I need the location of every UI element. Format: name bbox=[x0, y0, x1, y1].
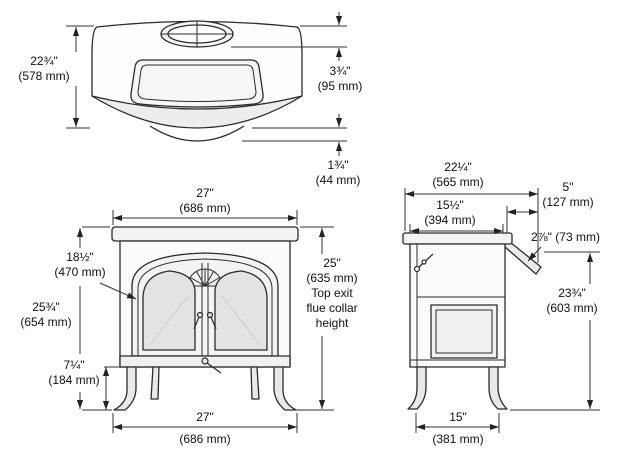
dim-front-flue-note1: Top exit bbox=[311, 286, 353, 300]
front-right-leg bbox=[273, 366, 297, 411]
stove-top-skirt-edge bbox=[91, 95, 303, 129]
dim-front-glass-inches: 18½" bbox=[66, 250, 94, 264]
dim-top-depth-inches: 22¾" bbox=[30, 54, 58, 68]
dim-top-lip-mm: (44 mm) bbox=[315, 173, 361, 187]
spring-handle bbox=[413, 253, 434, 273]
dim-front-width-top-inches: 27" bbox=[196, 186, 214, 200]
dim-front-flue-note2: flue collar bbox=[306, 301, 358, 315]
front-top-plate bbox=[111, 226, 299, 242]
dim-front-flue-note3: height bbox=[315, 316, 349, 330]
dim-side-body-inches: 15½" bbox=[436, 198, 464, 212]
extension-line bbox=[231, 25, 347, 48]
dim-side-depth-inches: 22¼" bbox=[444, 160, 472, 174]
dim-side-rear-label: 5" (127 mm) bbox=[540, 180, 596, 209]
dim-front-width-bottom-inches: 27" bbox=[196, 410, 214, 424]
dim-side-span-mm: (381 mm) bbox=[432, 432, 484, 446]
dim-front-width-top-mm: (686 mm) bbox=[179, 201, 231, 215]
leader-arrow bbox=[527, 246, 542, 262]
ash-door-latch bbox=[201, 357, 222, 374]
dim-side-depth-label: 22¼" (565 mm) bbox=[420, 160, 496, 189]
griddle-cross-lines bbox=[161, 21, 233, 47]
stove-base-curve bbox=[149, 125, 245, 142]
right-glass-door bbox=[214, 270, 268, 351]
dim-side-depth-mm: (565 mm) bbox=[432, 175, 484, 189]
dim-top-depth-mm: (578 mm) bbox=[18, 69, 70, 83]
extension-line bbox=[66, 25, 94, 129]
front-view-drawing bbox=[111, 226, 299, 411]
dim-front-flue-label: 25" (635 mm) Top exit flue collar height bbox=[300, 256, 364, 330]
dim-side-body-label: 15½" (394 mm) bbox=[412, 198, 488, 227]
door-arch-inner bbox=[137, 258, 273, 356]
dim-side-span-label: 15" (381 mm) bbox=[428, 410, 488, 446]
top-glass-window bbox=[130, 59, 264, 108]
dim-top-lip-label: 1¾" (44 mm) bbox=[308, 158, 368, 187]
side-front-leg bbox=[407, 366, 427, 410]
side-rear-leg bbox=[488, 366, 508, 410]
door-handles bbox=[193, 311, 217, 330]
dim-side-height-inches: 23¾" bbox=[558, 286, 586, 300]
side-view-dimension-lines bbox=[404, 188, 600, 433]
top-glass-window-inner bbox=[137, 64, 257, 102]
extension-line bbox=[82, 226, 112, 411]
dim-side-height-mm: (603 mm) bbox=[546, 301, 598, 315]
dim-front-leg-inches: 7¼" bbox=[63, 358, 85, 372]
front-view-dimension-lines bbox=[76, 210, 334, 433]
rear-left-leg bbox=[150, 366, 160, 400]
dim-front-height-inches: 25¾" bbox=[32, 300, 60, 314]
rear-right-leg bbox=[250, 366, 260, 400]
side-view-drawing bbox=[402, 232, 542, 410]
dim-front-flue-inches: 25" bbox=[323, 256, 341, 270]
left-glass-door bbox=[142, 270, 196, 351]
dim-top-lip-inches: 1¾" bbox=[327, 158, 349, 172]
side-top-plate bbox=[402, 232, 513, 245]
dim-side-shield-label: 2⅞" (73 mm) bbox=[531, 230, 617, 244]
top-view-drawing bbox=[91, 20, 303, 142]
extension-line bbox=[510, 251, 600, 411]
dim-front-glass-label: 18½" (470 mm) bbox=[50, 250, 110, 279]
dim-side-height-label: 23¾" (603 mm) bbox=[540, 286, 604, 315]
dim-side-span-inches: 15" bbox=[449, 410, 467, 424]
dim-top-flue-label: 3¾" (95 mm) bbox=[312, 64, 368, 93]
dim-top-flue-mm: (95 mm) bbox=[317, 79, 363, 93]
dim-front-width-top-label: 27" (686 mm) bbox=[160, 186, 250, 215]
dim-top-depth-label: 22¾" (578 mm) bbox=[14, 54, 74, 83]
dim-front-leg-mm: (184 mm) bbox=[48, 373, 100, 387]
extension-line bbox=[242, 127, 347, 142]
dim-front-glass-mm: (470 mm) bbox=[54, 265, 106, 279]
leader-arrow bbox=[99, 282, 137, 300]
side-lower-panel bbox=[430, 304, 498, 359]
dim-front-width-bottom-label: 27" (686 mm) bbox=[160, 410, 250, 446]
door-mullion bbox=[201, 263, 209, 356]
front-left-leg bbox=[113, 366, 137, 411]
glass-reflection bbox=[149, 295, 261, 346]
dim-side-body-mm: (394 mm) bbox=[424, 213, 476, 227]
side-lower-panel-inner bbox=[435, 309, 493, 354]
extension-line bbox=[294, 226, 334, 411]
dim-side-rear-inches: 5" bbox=[562, 180, 574, 194]
dim-front-width-bottom-mm: (686 mm) bbox=[179, 432, 231, 446]
dim-top-flue-inches: 3¾" bbox=[329, 64, 351, 78]
dim-front-height-label: 25¾" (654 mm) bbox=[16, 300, 76, 329]
dim-front-leg-label: 7¼" (184 mm) bbox=[44, 358, 104, 387]
dim-side-rear-mm: (127 mm) bbox=[542, 195, 594, 209]
dim-side-shield-value: 2⅞" (73 mm) bbox=[531, 230, 600, 244]
dim-front-flue-mm: (635 mm) bbox=[306, 271, 358, 285]
top-view-dimension-lines bbox=[66, 12, 347, 156]
dim-front-height-mm: (654 mm) bbox=[20, 315, 72, 329]
